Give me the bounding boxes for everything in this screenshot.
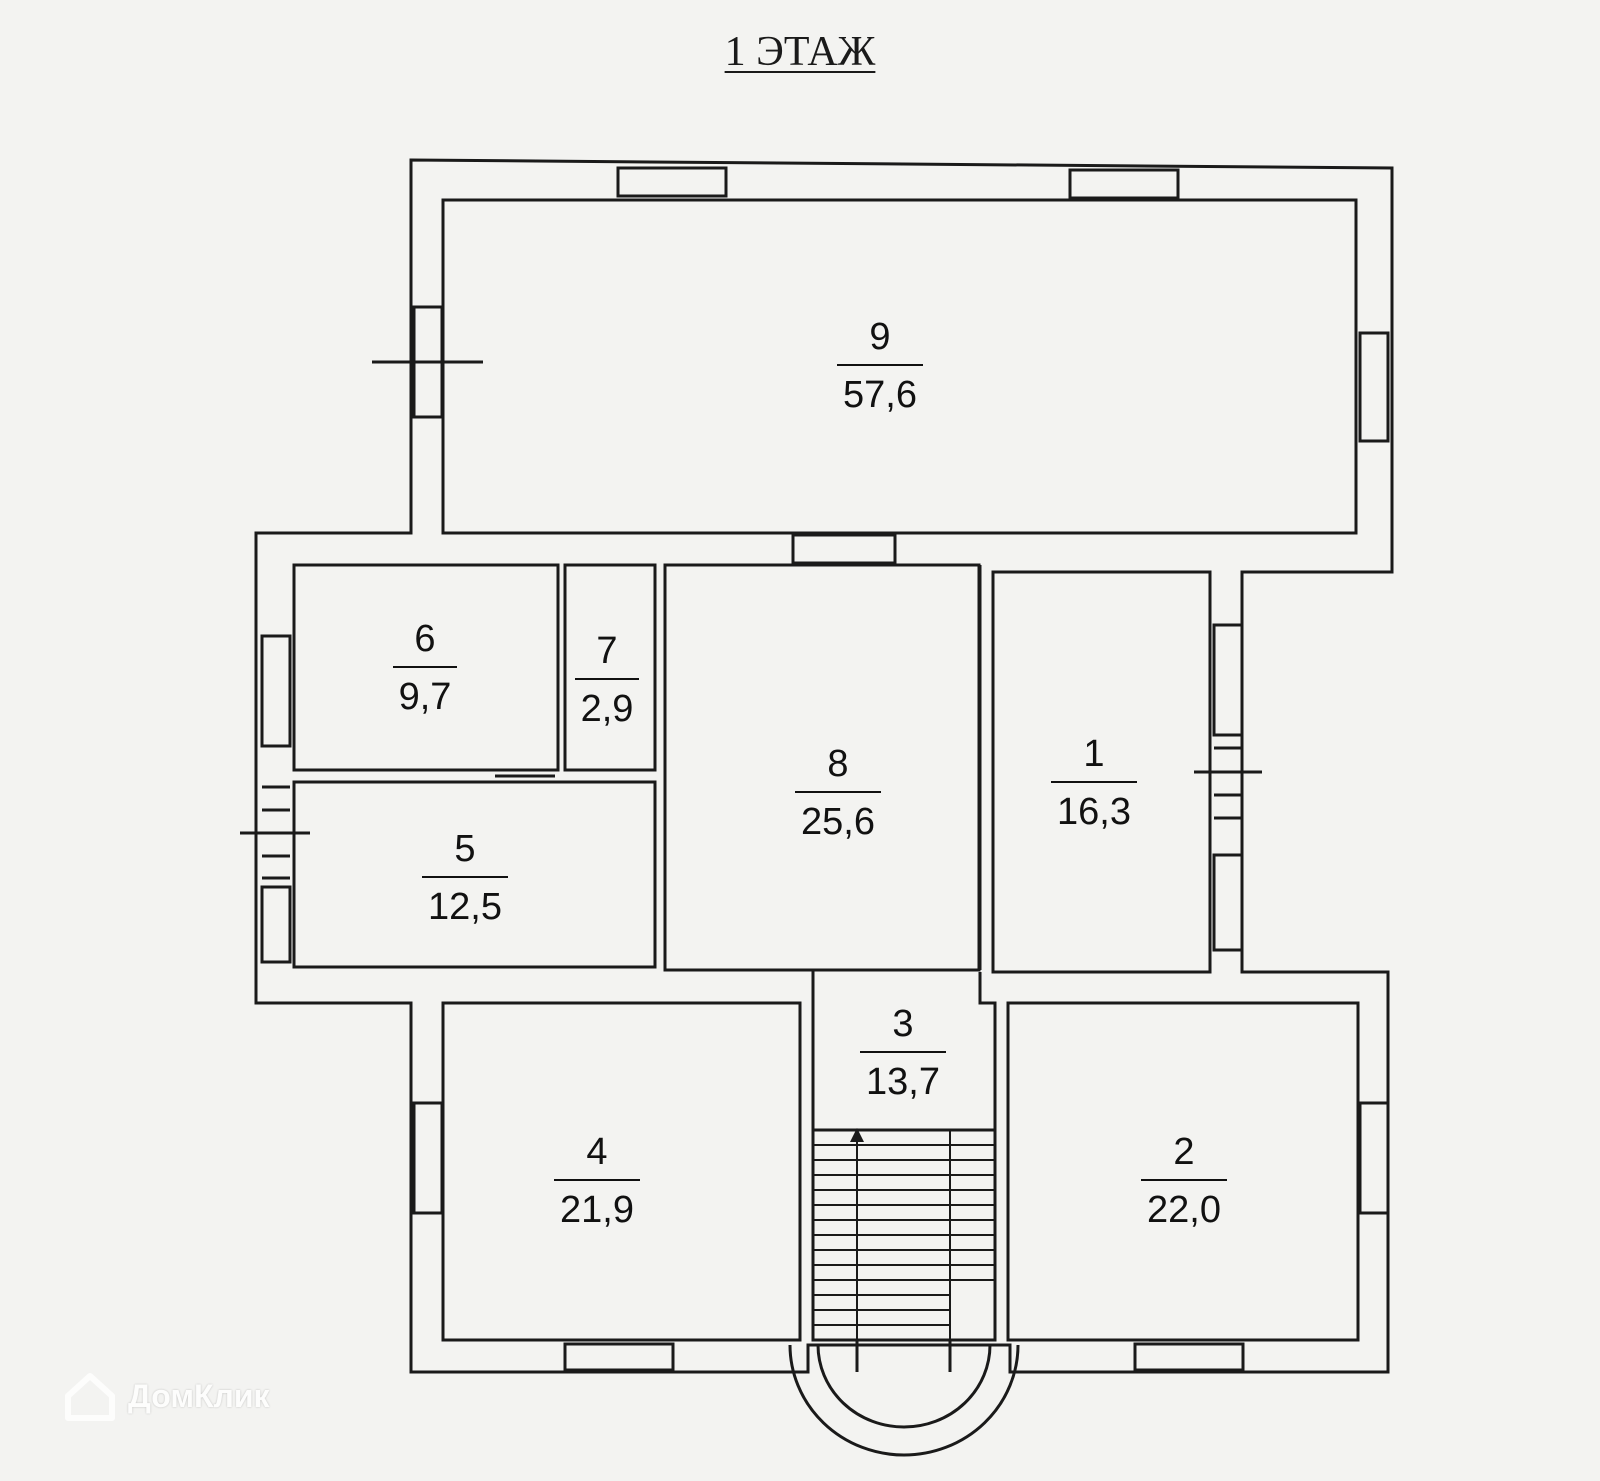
room-area: 13,7 [866, 1061, 940, 1103]
room-number: 2 [1173, 1131, 1195, 1173]
door [791, 533, 897, 565]
window [616, 166, 728, 198]
room-area: 25,6 [801, 801, 875, 843]
room-7-outline [563, 563, 657, 772]
room-label-1: 1 16,3 [1024, 735, 1164, 831]
porch-outer [788, 1344, 1020, 1457]
room-label-8: 8 25,6 [768, 745, 908, 841]
room-label-9: 9 57,6 [810, 318, 950, 414]
room-area: 2,9 [580, 688, 634, 730]
room-number: 9 [869, 316, 891, 358]
window [1212, 853, 1244, 952]
room-area: 9,7 [398, 676, 452, 718]
window [1212, 623, 1244, 737]
room-area: 16,3 [1057, 791, 1131, 833]
room-number: 8 [827, 743, 849, 785]
outer-wall [254, 158, 1394, 1374]
window [412, 1101, 444, 1215]
room-number: 7 [596, 630, 618, 672]
room-label-7: 7 2,9 [537, 632, 677, 728]
window [1358, 1101, 1390, 1215]
room-number: 5 [454, 828, 476, 870]
room-area: 22,0 [1147, 1189, 1221, 1231]
room-5-outline [292, 780, 657, 969]
room-number: 1 [1083, 733, 1105, 775]
room-label-6: 6 9,7 [355, 620, 495, 716]
room-number: 3 [892, 1003, 914, 1045]
house-logo-icon [65, 1373, 115, 1421]
window [1358, 331, 1390, 443]
room-area: 57,6 [843, 374, 917, 416]
porch-inner [816, 1344, 992, 1429]
watermark: ДомКлик [62, 1368, 270, 1424]
room-2-outline [1006, 1001, 1360, 1342]
room-number: 6 [414, 618, 436, 660]
watermark-text: ДомКлик [128, 1377, 270, 1414]
room-area: 12,5 [428, 886, 502, 928]
window [1068, 168, 1180, 200]
window [1133, 1342, 1245, 1372]
room-label-4: 4 21,9 [527, 1133, 667, 1229]
room-label-3: 3 13,7 [833, 1005, 973, 1101]
room-label-2: 2 22,0 [1114, 1133, 1254, 1229]
window [563, 1342, 675, 1372]
room-label-5: 5 12,5 [395, 830, 535, 926]
room-6-outline [292, 563, 560, 772]
room-area: 21,9 [560, 1189, 634, 1231]
plan-title: 1 ЭТАЖ [724, 29, 876, 75]
room-number: 4 [586, 1131, 608, 1173]
window [260, 634, 292, 748]
window [260, 885, 292, 964]
